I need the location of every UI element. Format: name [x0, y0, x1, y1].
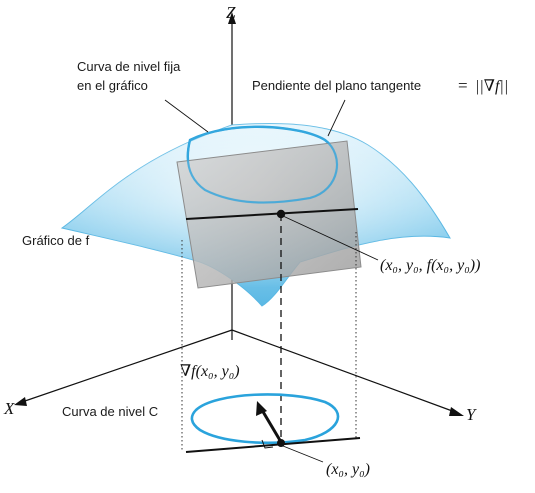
z-axis-arrow [228, 12, 236, 24]
base-tangent-line [185, 437, 361, 453]
z-axis-label: Z [226, 3, 236, 22]
x-axis-label: X [3, 399, 15, 418]
callout-level-curve-graph [164, 99, 209, 133]
callout-surface-point [282, 215, 379, 261]
label-tangent-slope: Pendiente del plano tangente [252, 78, 421, 93]
right-angle-mark [261, 439, 274, 449]
label-base-point: (x₀, y₀) [326, 461, 370, 478]
y-axis-arrow [449, 407, 464, 416]
tangent-line [185, 208, 359, 220]
gradient-arrow [260, 409, 283, 443]
y-axis [231, 329, 456, 413]
level-curve-through-plane [186, 125, 338, 204]
callout-tangent-slope [327, 99, 346, 137]
gradient-arrowhead [256, 401, 267, 416]
x-axis [21, 329, 233, 403]
base-point [277, 439, 285, 447]
label-level-curve-graph-1: Curva de nivel fija [77, 59, 181, 74]
label-level-curve-graph-2: en el gráfico [77, 78, 148, 93]
label-tangent-slope-equals: = [458, 76, 468, 95]
label-gradient: ∇f(x₀, y₀) [180, 363, 240, 380]
level-curve-c [190, 393, 340, 445]
label-level-curve-c: Curva de nivel C [62, 404, 158, 419]
label-tangent-slope-expr: ||∇f|| [475, 78, 508, 95]
x-axis-arrow [14, 397, 27, 406]
callout-base-point [282, 445, 324, 463]
y-axis-label: Y [466, 405, 477, 424]
label-graph-of-f: Gráfico de f [22, 233, 90, 248]
label-surface-point: (x₀, y₀, f(x₀, y₀)) [380, 257, 480, 274]
